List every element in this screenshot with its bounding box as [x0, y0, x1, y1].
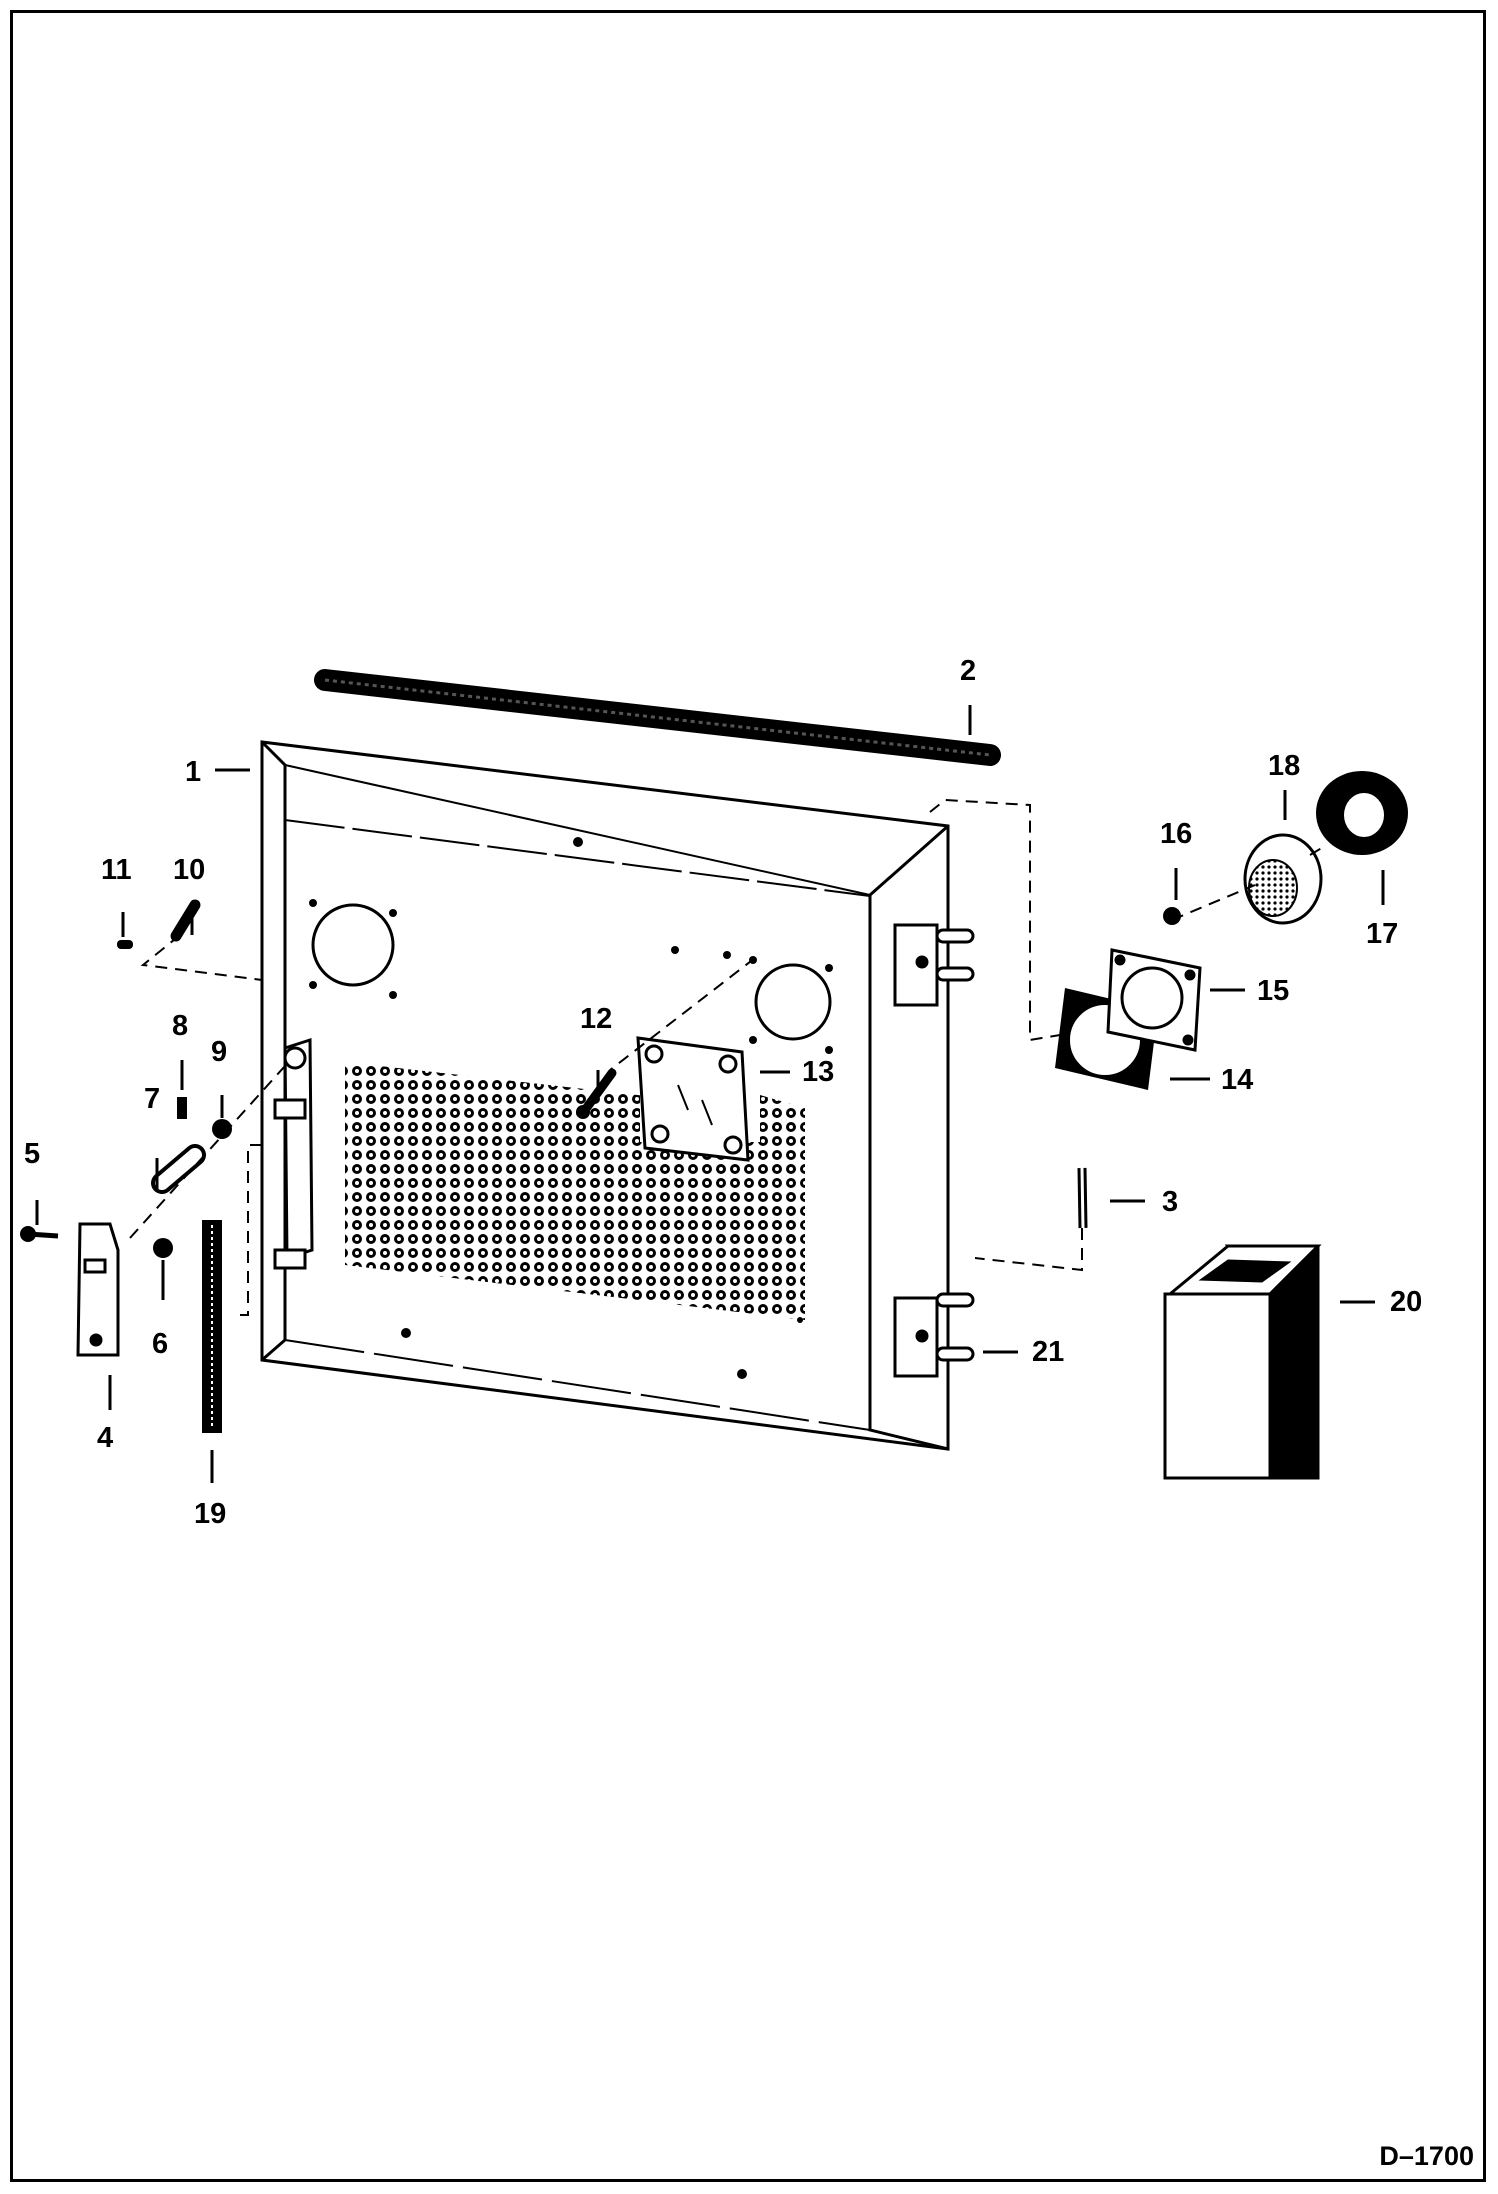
callout-8: 8	[172, 1010, 189, 1042]
assembly-lines	[129, 798, 1326, 1316]
weatherstrip-seal	[314, 669, 1001, 766]
set-screw	[177, 1097, 187, 1119]
callout-6: 6	[152, 1328, 169, 1360]
mounting-plate	[1106, 948, 1202, 1052]
callout-3: 3	[1162, 1186, 1179, 1218]
callout-9: 9	[211, 1036, 228, 1068]
callout-21: 21	[1032, 1336, 1065, 1368]
cover-plate	[636, 1036, 750, 1162]
screw	[20, 1226, 59, 1242]
callout-17: 17	[1366, 918, 1399, 950]
spacer-tube	[151, 1144, 206, 1194]
retaining-ring	[1316, 771, 1408, 855]
panel-hinge-left	[273, 1037, 314, 1270]
callout-2: 2	[960, 655, 977, 687]
callout-11: 11	[101, 854, 132, 886]
callout-10: 10	[173, 854, 206, 886]
latch	[76, 1222, 120, 1357]
callout-12: 12	[580, 1003, 613, 1035]
nut	[1163, 907, 1181, 925]
grommet	[117, 940, 133, 949]
leader-lines	[35, 705, 1385, 1483]
callout-19: 19	[194, 1498, 227, 1530]
callout-7: 7	[144, 1083, 161, 1115]
nut-left	[212, 1119, 232, 1139]
callout-5: 5	[24, 1138, 41, 1170]
rod	[202, 1220, 222, 1433]
callout-4: 4	[97, 1422, 114, 1454]
callout-14: 14	[1221, 1064, 1254, 1096]
callout-15: 15	[1257, 975, 1290, 1007]
callout-18: 18	[1268, 750, 1301, 782]
hinge-bracket	[893, 923, 975, 1378]
washer	[153, 1238, 173, 1258]
figure-id: D–1700	[1379, 2141, 1474, 2171]
filter-element	[1243, 833, 1323, 925]
callout-1: 1	[185, 756, 202, 788]
pin-right	[1077, 1167, 1088, 1229]
callout-16: 16	[1160, 818, 1193, 850]
callout-13: 13	[802, 1056, 835, 1088]
filter-housing	[1163, 1244, 1322, 1480]
callout-20: 20	[1390, 1286, 1423, 1318]
